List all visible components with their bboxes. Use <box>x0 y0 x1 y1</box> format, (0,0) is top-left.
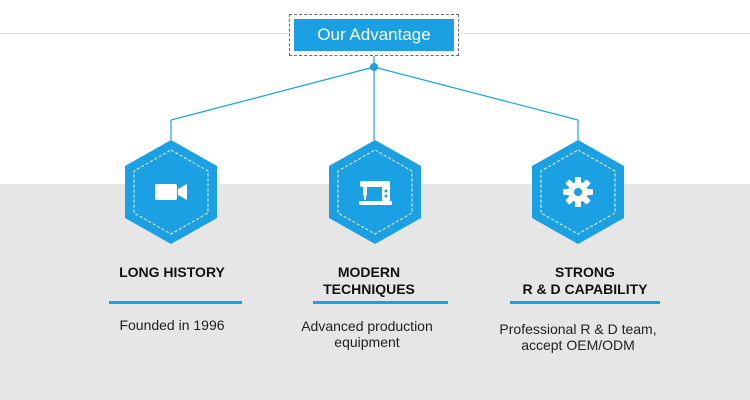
advantage-title-techniques: MODERN TECHNIQUES <box>323 264 415 297</box>
advantage-title-rnd: STRONG R & D CAPABILITY <box>522 264 648 297</box>
advantage-rule-rnd <box>510 301 660 304</box>
advantage-desc-techniques: Advanced production equipment <box>301 318 433 350</box>
advantage-desc-rnd: Professional R & D team, accept OEM/ODM <box>499 321 657 353</box>
gear-icon <box>563 177 593 207</box>
hexagon-techniques <box>327 138 423 246</box>
hexagon-history <box>123 138 219 246</box>
advantage-title-history: LONG HISTORY <box>119 264 225 280</box>
advantage-rule-techniques <box>313 301 448 304</box>
section-title: Our Advantage <box>294 19 454 51</box>
advantage-rule-history <box>109 301 242 304</box>
hexagon-rnd <box>530 138 626 246</box>
sewing-machine-icon <box>359 181 392 205</box>
video-camera-icon <box>155 184 187 200</box>
advantage-desc-history: Founded in 1996 <box>119 317 225 333</box>
